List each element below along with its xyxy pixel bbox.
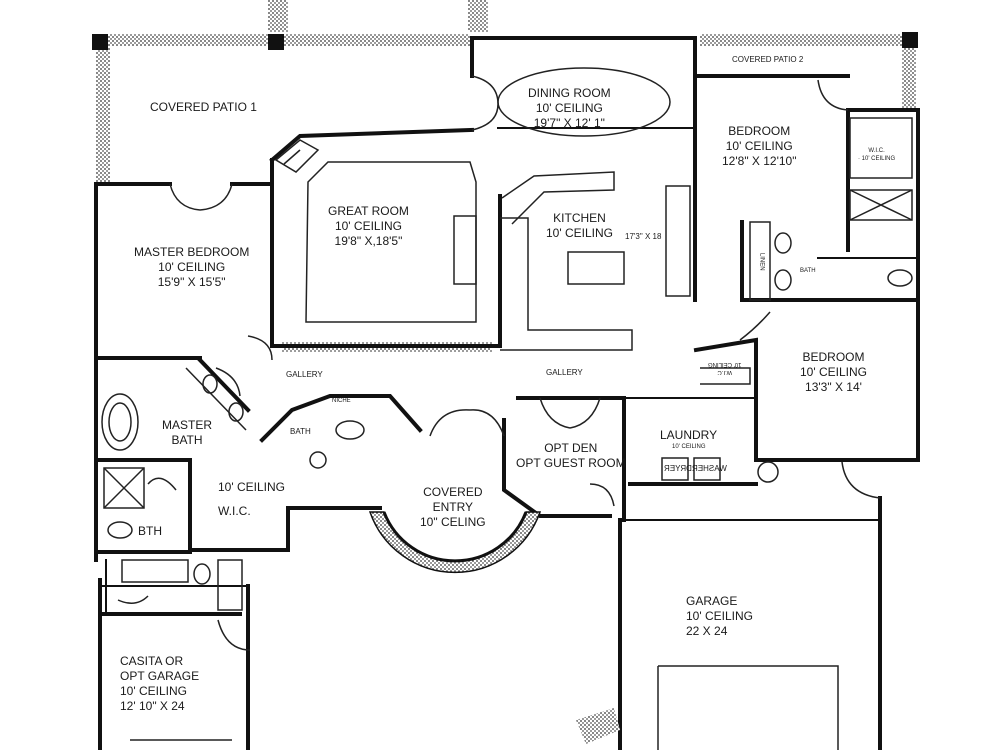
label-bedroom-2: BEDROOM 10' CEILING 12'8" X 12'10" bbox=[722, 124, 797, 169]
master-bedroom-size: 15'9" X 15'5" bbox=[157, 275, 226, 289]
label-casita: CASITA OR OPT GARAGE 10' CEILING 12' 10"… bbox=[120, 654, 199, 714]
covered-entry-wall bbox=[382, 511, 528, 563]
label-niche: NICHE bbox=[332, 398, 351, 404]
bedroom-2-ceiling: 10' CEILING bbox=[725, 139, 793, 153]
bedroom-3-ceiling: 10' CEILING bbox=[800, 365, 867, 379]
wic-2-name: W.I.C. bbox=[868, 148, 885, 154]
label-gallery-right: GALLERY bbox=[546, 368, 583, 377]
label-master-bedroom: MASTER BEDROOM 10' CEILING 15'9" X 15'5" bbox=[134, 245, 249, 290]
kitchen-size: 17'3" X 18 bbox=[625, 232, 662, 241]
label-master-wic: W.I.C. bbox=[218, 504, 251, 518]
bedroom-3-name: BEDROOM bbox=[802, 350, 865, 364]
detail-lines bbox=[101, 67, 913, 750]
garage-size: 22 X 24 bbox=[686, 624, 728, 638]
dining-room-name: DINING ROOM bbox=[528, 86, 611, 100]
front-porch-hatch bbox=[576, 708, 620, 744]
label-covered-patio-1: COVERED PATIO 1 bbox=[150, 100, 257, 114]
label-covered-entry: COVERED ENTRY 10" CELING bbox=[420, 485, 486, 530]
label-powder-bath: BATH bbox=[290, 427, 311, 436]
casita-size: 12' 10" X 24 bbox=[120, 699, 185, 713]
great-room-name: GREAT ROOM bbox=[328, 204, 409, 218]
label-gallery-left: GALLERY bbox=[286, 370, 323, 379]
covered-entry-name-2: ENTRY bbox=[432, 500, 474, 514]
kitchen-name: KITCHEN bbox=[553, 211, 606, 225]
label-wic-2: W.I.C. · 10' CEILING bbox=[858, 148, 895, 163]
wic-3-name: W.I.C bbox=[717, 369, 733, 375]
wic-2-ceiling: · 10' CEILING bbox=[858, 155, 896, 162]
label-bedroom-3: BEDROOM 10' CEILING 13'3" X 14' bbox=[800, 350, 867, 395]
bedroom-3-size: 13'3" X 14' bbox=[805, 380, 862, 394]
garage-name: GARAGE bbox=[686, 594, 738, 608]
walls bbox=[94, 36, 920, 750]
dining-room-size: 19'7" X 12' 1" bbox=[533, 116, 605, 130]
label-garage: GARAGE 10' CEILING 22 X 24 bbox=[686, 594, 753, 639]
laundry-ceiling: 10' CEILING bbox=[672, 444, 706, 450]
label-bth: BTH bbox=[138, 524, 162, 538]
label-washer: WASHER bbox=[692, 464, 727, 473]
label-covered-patio-2: COVERED PATIO 2 bbox=[732, 55, 804, 64]
garage-ceiling: 10' CEILING bbox=[686, 609, 753, 623]
patio-post-right bbox=[468, 0, 488, 32]
label-master-wic-ceiling: 10' CEILING bbox=[218, 480, 285, 494]
covered-entry-name: COVERED bbox=[423, 485, 483, 499]
great-room-ceiling: 10' CEILING bbox=[334, 219, 402, 233]
casita-name-2: OPT GARAGE bbox=[120, 669, 200, 683]
master-bath-name: MASTER bbox=[162, 418, 213, 432]
master-bath-name-2: BATH bbox=[171, 433, 203, 447]
label-bath-2: BATH bbox=[800, 268, 816, 274]
casita-ceiling: 10' CEILING bbox=[120, 684, 187, 698]
corner-posts bbox=[92, 32, 918, 50]
label-great-room: GREAT ROOM 10' CEILING 19'8" X,18'5" bbox=[328, 204, 409, 249]
opt-den-name-2: OPT GUEST ROOM bbox=[516, 456, 626, 470]
wic-3-ceiling: 10' CEILING bbox=[708, 361, 742, 368]
patio-beams bbox=[96, 34, 916, 352]
bedroom-2-name: BEDROOM bbox=[728, 124, 791, 138]
label-dryer: DRYER bbox=[664, 464, 692, 473]
bedroom-2-size: 12'8" X 12'10" bbox=[722, 154, 797, 168]
label-master-bath: MASTER BATH bbox=[162, 418, 212, 448]
patio-post-left bbox=[268, 0, 288, 32]
covered-entry-ceiling: 10" CELING bbox=[420, 515, 486, 529]
dining-room-ceiling: 10' CEILING bbox=[535, 101, 603, 115]
label-kitchen: KITCHEN 10' CEILING bbox=[546, 211, 613, 241]
label-laundry: LAUNDRY bbox=[660, 428, 718, 442]
label-wic-3: W.I.C 10' CEILING bbox=[708, 360, 742, 376]
opt-den-name: OPT DEN bbox=[544, 441, 598, 455]
master-bedroom-ceiling: 10' CEILING bbox=[158, 260, 226, 274]
label-opt-den: OPT DEN OPT GUEST ROOM bbox=[516, 441, 626, 471]
great-room-size: 19'8" X,18'5" bbox=[334, 234, 403, 248]
label-dining-room: DINING ROOM 10' CEILING 19'7" X 12' 1" bbox=[528, 86, 611, 131]
master-bedroom-name: MASTER BEDROOM bbox=[134, 245, 250, 259]
casita-name: CASITA OR bbox=[120, 654, 184, 668]
kitchen-ceiling: 10' CEILING bbox=[546, 226, 613, 240]
label-linen: LINEN bbox=[758, 252, 765, 271]
